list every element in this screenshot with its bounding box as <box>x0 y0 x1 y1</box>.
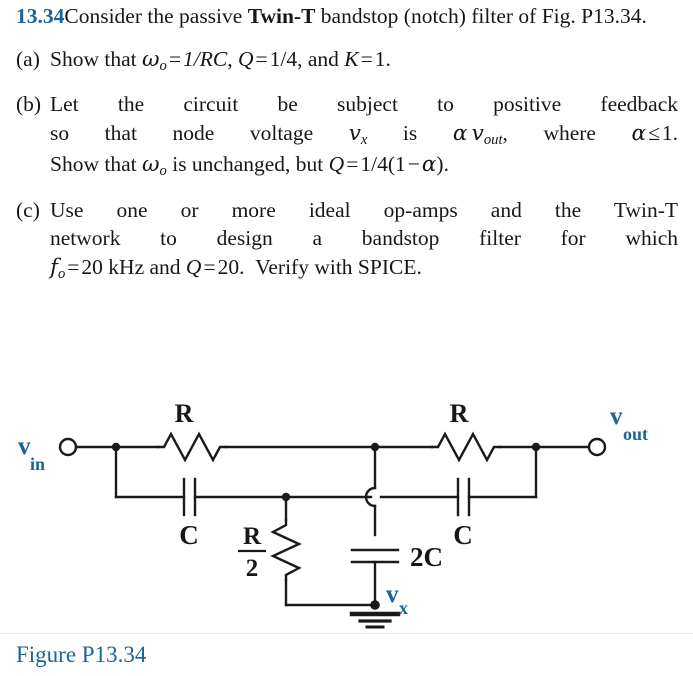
figure-caption: Figure P13.34 <box>16 642 147 667</box>
q-symbol-a: Q <box>237 46 254 71</box>
f-subscript-c: o <box>57 266 66 282</box>
label-r-half-numerator: R <box>243 523 262 550</box>
lead-text-before-bold: Consider the passive <box>64 4 248 28</box>
k-value-a: 1 <box>374 46 386 71</box>
part-b-line-3: Show that ωo is unchanged, but Q=1/4(1−α… <box>50 152 449 180</box>
part-a-marker: (a) <box>16 46 40 71</box>
part-c-line-3: fo=20 kHz and Q=20. Verify with SPICE. <box>50 254 422 282</box>
part-c-line-1: Use one or more ideal op-amps and the Tw… <box>50 197 678 222</box>
alpha-symbol-b1: α <box>452 120 468 146</box>
v-out-terminal <box>587 437 607 457</box>
problem-part-b: (b) Let the circuit be subject to positi… <box>16 90 678 182</box>
resistor-r-right-symbol <box>430 431 502 463</box>
label-v-out-sub: out <box>623 424 648 444</box>
v-in-terminal <box>58 437 78 457</box>
label-capacitor-2c: 2C <box>410 542 443 572</box>
omega-symbol-b: ω <box>141 152 160 178</box>
part-c-body: Use one or more ideal op-amps and the Tw… <box>50 196 678 285</box>
junction-dot-center-top <box>370 442 380 452</box>
leq-symbol-b: ≤ <box>648 120 660 145</box>
alpha-symbol-b2: α <box>631 120 647 146</box>
vx-symbol-b: v <box>348 120 361 146</box>
figure-separator <box>0 633 693 634</box>
lead-text-after-bold: bandstop (notch) filter of Fig. P13.34. <box>315 4 647 28</box>
spice-label-c: SPICE <box>357 254 417 279</box>
label-resistor-r-right: R <box>450 399 469 428</box>
problem-number: 13.34 <box>16 4 65 28</box>
junction-dot-node-a <box>111 442 121 452</box>
omega-subscript-b: o <box>159 163 167 180</box>
junction-dot-vx-ground <box>370 600 380 610</box>
q-symbol-b: Q <box>328 152 345 177</box>
alpha-symbol-b3: α <box>421 152 437 178</box>
label-resistor-r-left: R <box>175 399 194 428</box>
vout-symbol-b: v <box>471 120 484 146</box>
part-c-marker: (c) <box>16 197 40 222</box>
part-c-line-2: network to design a bandstop filter for … <box>50 226 678 251</box>
label-v-out-main: v <box>610 403 623 430</box>
label-capacitor-c-right: C <box>453 520 473 550</box>
vout-subscript-b: out <box>483 131 503 148</box>
label-r-half-denominator: 2 <box>246 555 259 582</box>
k-symbol-a: K <box>344 46 359 71</box>
part-a-body: Show that ωo=1/RC, Q=1/4, and K=1. <box>50 45 678 77</box>
twin-t-circuit-schematic: R R C C R 2 2C v in v out v <box>18 399 648 629</box>
q-value-b-post: ) <box>436 152 444 177</box>
problem-part-a: (a) Show that ωo=1/RC, Q=1/4, and K=1. <box>16 45 678 77</box>
freq-value-c: 20 kHz <box>81 254 145 279</box>
q-value-a: 1/4 <box>269 46 298 71</box>
q-value-c: 20 <box>217 254 240 279</box>
minus-symbol-b: − <box>407 152 420 177</box>
junction-dot-node-b <box>531 442 541 452</box>
q-value-b-pre: 1/4(1 <box>360 152 406 177</box>
label-v-x-main: v <box>386 581 399 608</box>
part-b-body: Let the circuit be subject to positive f… <box>50 90 678 182</box>
label-v-in-sub: in <box>30 454 45 474</box>
part-b-marker: (b) <box>16 92 42 117</box>
wire-hop-arc <box>364 486 377 508</box>
part-b-line-1: Let the circuit be subject to positive f… <box>50 92 678 117</box>
resistor-r-half-symbol <box>270 518 302 582</box>
q-symbol-c: Q <box>185 254 202 279</box>
problem-lead-paragraph: 13.34Consider the passive Twin-T bandsto… <box>16 2 678 31</box>
circuit-figure: R R C C R 2 2C v in v out v <box>0 392 693 632</box>
label-capacitor-c-left: C <box>179 520 199 550</box>
omega-value-a: 1/RC <box>182 46 228 71</box>
part-a-line-1: Show that ωo=1/RC, Q=1/4, and K=1. <box>50 46 391 74</box>
vx-subscript-b: x <box>360 131 368 148</box>
omega-symbol-a: ω <box>141 46 160 72</box>
lead-bold-term: Twin-T <box>247 4 316 28</box>
f-symbol-c: f <box>50 254 58 280</box>
problem-statement: 13.34Consider the passive Twin-T bandsto… <box>16 2 678 284</box>
omega-subscript-a: o <box>159 57 167 74</box>
part-b-line-2: so that node voltage vx is α vout, where… <box>50 120 678 148</box>
problem-part-c: (c) Use one or more ideal op-amps and th… <box>16 196 678 285</box>
resistor-r-left-symbol <box>156 431 228 463</box>
junction-dot-rhalf-top <box>281 492 291 502</box>
label-v-in-main: v <box>18 433 31 460</box>
label-v-x-sub: x <box>399 598 408 618</box>
